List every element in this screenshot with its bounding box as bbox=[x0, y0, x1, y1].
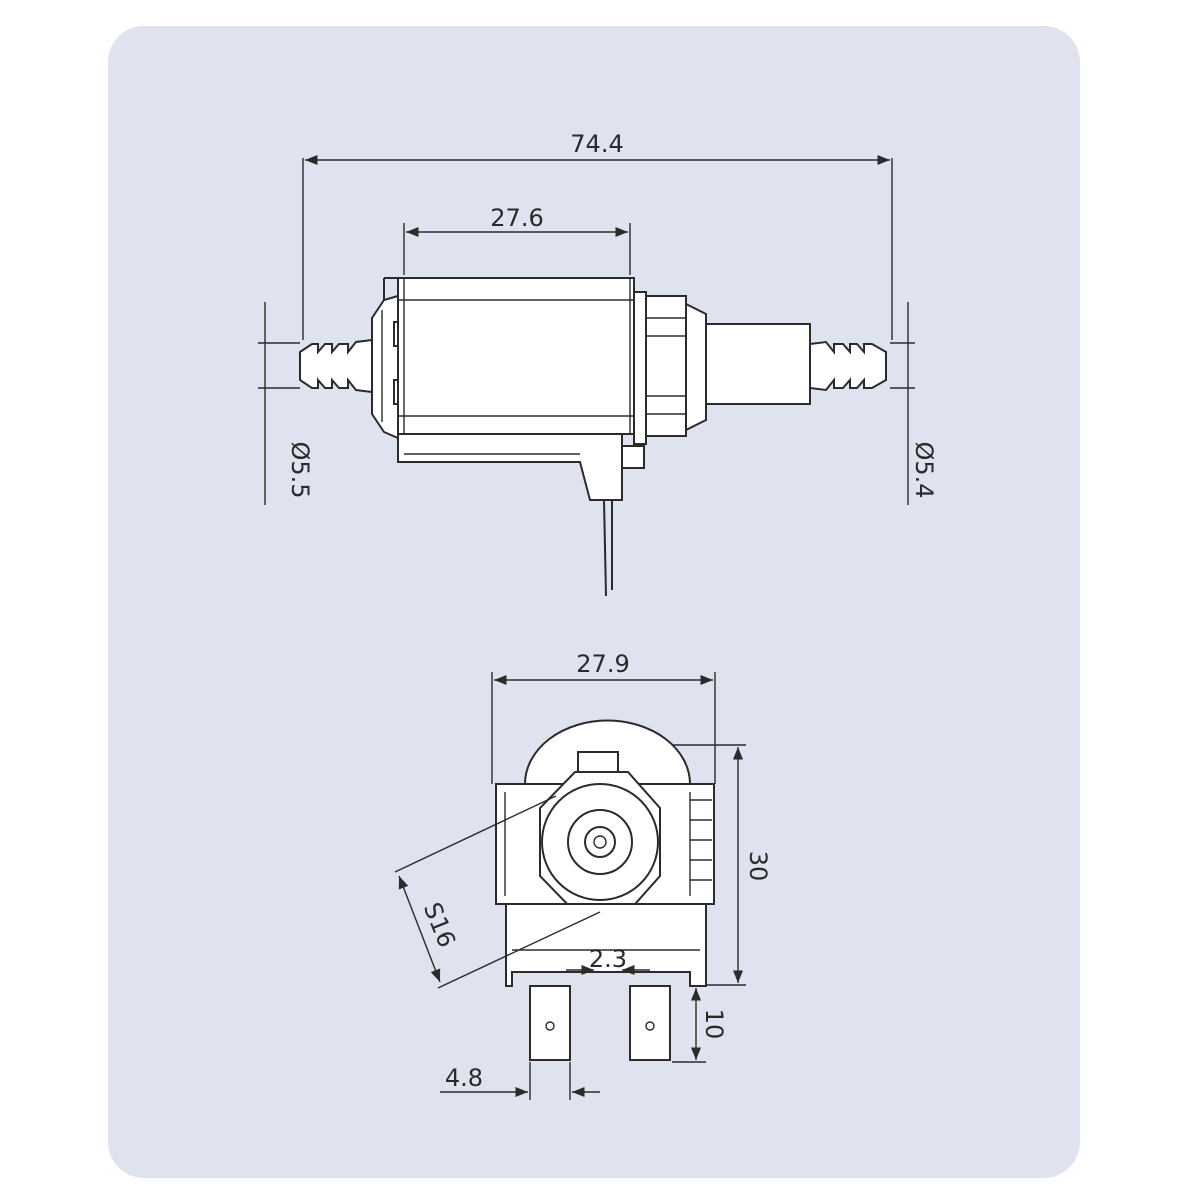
dim-label-terminal-width: 4.8 bbox=[445, 1064, 483, 1092]
inlet-barb bbox=[299, 338, 373, 394]
side-ribs bbox=[690, 799, 712, 881]
top-tab bbox=[577, 751, 619, 775]
dim-front-width: 27.9 bbox=[491, 650, 716, 784]
dim-terminal-width: 4.8 bbox=[440, 1062, 600, 1100]
outlet-tube bbox=[705, 323, 811, 405]
pump-body bbox=[383, 277, 635, 435]
dim-label-outlet-diameter: Ø5.4 bbox=[910, 441, 938, 498]
drawing-panel bbox=[108, 26, 1080, 1178]
side-view: 74.4 27.6 Ø5.5 Ø5.4 bbox=[258, 130, 938, 597]
dim-label-hex-size: S16 bbox=[418, 899, 461, 952]
dim-label-front-width: 27.9 bbox=[576, 650, 629, 678]
dim-body-length: 27.6 bbox=[403, 204, 631, 275]
dim-label-center-gap: 2.3 bbox=[589, 945, 627, 973]
dim-label-front-height: 30 bbox=[744, 851, 772, 882]
dim-outlet-diameter: Ø5.4 bbox=[890, 302, 938, 505]
lower-body bbox=[505, 903, 707, 987]
bottom-bracket bbox=[397, 433, 645, 597]
dim-terminal-length: 10 bbox=[672, 988, 728, 1063]
dim-label-body-length: 27.6 bbox=[490, 204, 543, 232]
dim-label-overall-length: 74.4 bbox=[570, 130, 623, 158]
front-port bbox=[584, 826, 616, 858]
dim-label-inlet-diameter: Ø5.5 bbox=[286, 441, 314, 498]
hex-nut bbox=[633, 291, 707, 445]
dim-center-gap: 2.3 bbox=[566, 945, 650, 976]
dim-label-terminal-length: 10 bbox=[700, 1009, 728, 1040]
dim-inlet-diameter: Ø5.5 bbox=[258, 302, 314, 505]
dim-overall-length: 74.4 bbox=[302, 130, 893, 340]
terminals bbox=[529, 985, 671, 1061]
terminal-right bbox=[629, 985, 671, 1061]
dim-front-height: 30 bbox=[620, 744, 772, 986]
front-view: 27.9 30 bbox=[394, 650, 772, 1100]
terminal-left bbox=[529, 985, 571, 1061]
outlet-barb bbox=[809, 340, 887, 392]
